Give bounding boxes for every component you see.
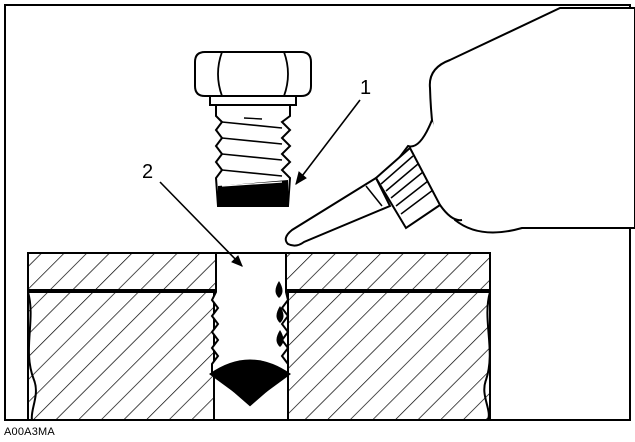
threaded-hole <box>209 252 291 407</box>
lower-block <box>27 291 491 420</box>
threadlocker-pool <box>209 359 291 404</box>
tube-nozzle <box>284 176 392 247</box>
callout-leaders <box>159 99 361 267</box>
callout-1: 1 <box>360 77 371 99</box>
figure-reference-code: A00A3MA <box>4 426 55 438</box>
threadlocker-coating <box>218 180 288 206</box>
threadlocker-drop <box>275 281 283 298</box>
tube-cap <box>374 146 442 230</box>
upper-plate <box>27 252 491 291</box>
bolt <box>194 51 312 207</box>
threadlocker-tube <box>284 7 635 247</box>
threadlocker-drop <box>276 330 284 347</box>
threadlocker-drop <box>276 306 284 323</box>
bolt-head <box>194 51 312 97</box>
callout-2: 2 <box>142 161 153 183</box>
